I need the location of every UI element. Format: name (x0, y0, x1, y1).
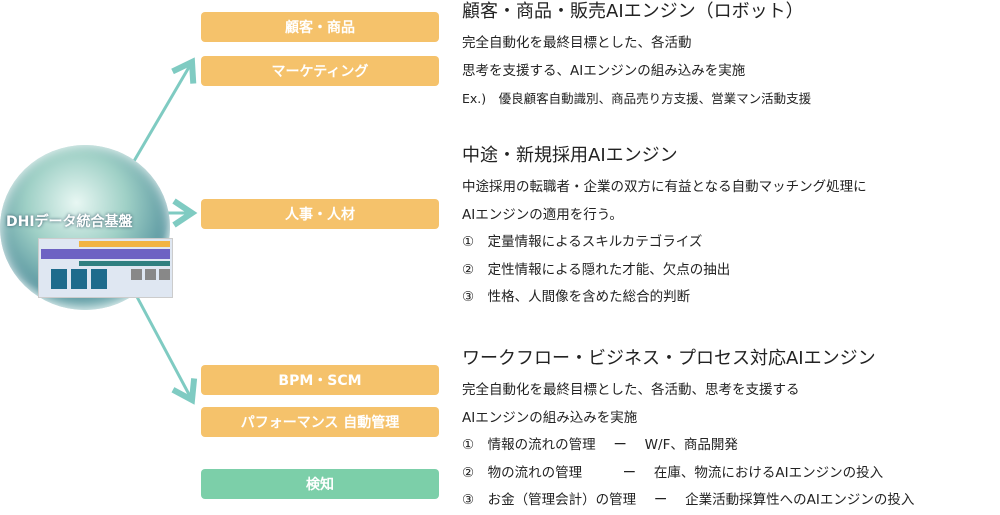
section-line: ① 情報の流れの管理 ー W/F、商品開発 (462, 437, 738, 453)
box-customer-product: 顧客・商品 (201, 12, 439, 42)
section-line: ③ 性格、人間像を含めた総合的判断 (462, 289, 691, 305)
section-line: ② 定性情報による隠れた才能、欠点の抽出 (462, 261, 731, 278)
section-title: 顧客・商品・販売AIエンジン（ロボット） (462, 1, 804, 22)
box-marketing: マーケティング (201, 56, 439, 86)
section-line: AIエンジンの適用を行う。 (462, 206, 623, 223)
section-line: ③ お金（管理会計）の管理 ー 企業活動採算性へのAIエンジンの投入 (462, 492, 915, 508)
section-line: AIエンジンの組み込みを実施 (462, 409, 638, 426)
box-detection: 検知 (201, 469, 439, 499)
box-hr: 人事・人材 (201, 199, 439, 229)
section-line: ① 定量情報によるスキルカテゴライズ (462, 234, 703, 250)
box-bpm-scm: BPM・SCM (201, 365, 439, 395)
section-sales-ai: 顧客・商品・販売AIエンジン（ロボット） 完全自動化を最終目標とした、各活動 思… (462, 0, 811, 113)
section-line: ② 物の流れの管理 ー 在庫、物流におけるAIエンジンの投入 (462, 464, 884, 481)
section-line: Ex.) 優良顧客自動識別、商品売り方支援、営業マン活動支援 (462, 91, 812, 106)
architecture-thumbnail (38, 238, 173, 298)
box-performance: パフォーマンス 自動管理 (201, 407, 439, 437)
section-title: ワークフロー・ビジネス・プロセス対応AIエンジン (462, 348, 876, 369)
section-line: 完全自動化を最終目標とした、各活動、思考を支援する (462, 382, 800, 398)
section-title: 中途・新規採用AIエンジン (462, 145, 678, 166)
section-line: 完全自動化を最終目標とした、各活動 (462, 35, 692, 51)
platform-label: DHIデータ統合基盤 (6, 214, 133, 230)
section-recruit-ai: 中途・新規採用AIエンジン 中途採用の転職者・企業の双方に有益となる自動マッチン… (462, 144, 867, 312)
section-line: 中途採用の転職者・企業の双方に有益となる自動マッチング処理に (462, 179, 867, 195)
section-workflow-ai: ワークフロー・ビジネス・プロセス対応AIエンジン 完全自動化を最終目標とした、各… (462, 347, 914, 515)
section-line: 思考を支援する、AIエンジンの組み込みを実施 (462, 62, 746, 79)
